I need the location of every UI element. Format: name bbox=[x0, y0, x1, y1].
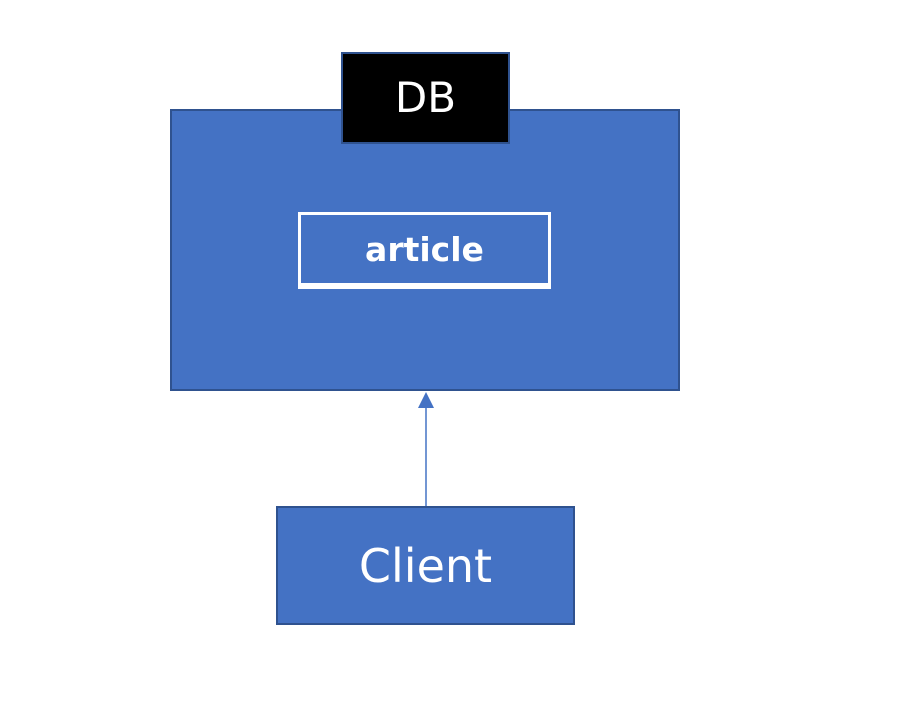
client-node: Client bbox=[276, 506, 575, 625]
connector-arrowhead bbox=[418, 392, 434, 408]
db-title: DB bbox=[394, 73, 457, 122]
db-title-box: DB bbox=[341, 52, 510, 144]
article-table-label: article bbox=[365, 229, 484, 269]
client-label: Client bbox=[358, 538, 493, 593]
db-container bbox=[170, 109, 680, 391]
article-table-node: article bbox=[298, 212, 551, 289]
